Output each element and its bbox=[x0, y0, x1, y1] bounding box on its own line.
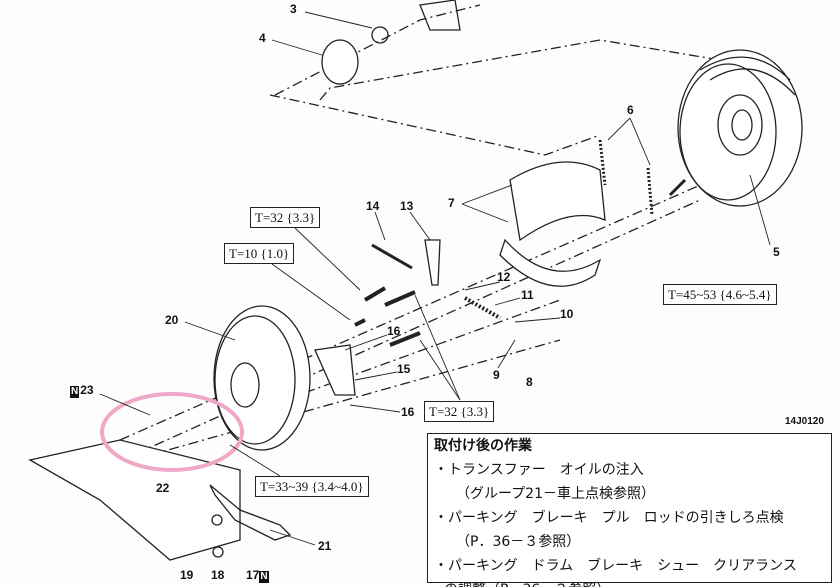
new-part-mark: N bbox=[259, 571, 269, 583]
callout-5: 5 bbox=[773, 245, 780, 259]
callout-8: 8 bbox=[526, 375, 533, 389]
callout-7: 7 bbox=[448, 196, 455, 210]
companion-flange bbox=[321, 0, 461, 85]
note-item: ・トランスファー オイルの注入 bbox=[434, 462, 644, 478]
callout-20: 20 bbox=[165, 313, 179, 327]
torque-box-1: T=32 {3.3} bbox=[250, 207, 321, 228]
torque-box-3: T=45~53 {4.6~5.4} bbox=[663, 284, 777, 305]
springs bbox=[464, 139, 654, 320]
callout-16a: 16 bbox=[387, 324, 401, 338]
highlight-circle bbox=[100, 392, 244, 472]
callout-22: 22 bbox=[156, 481, 170, 495]
torque-box-4: T=32 {3.3} bbox=[424, 401, 495, 422]
backing-plate bbox=[213, 305, 311, 451]
note-item: ・パーキング ドラム ブレーキ シュー クリアランス bbox=[434, 558, 797, 574]
callout-21: 21 bbox=[318, 539, 332, 553]
callout-11: 11 bbox=[521, 288, 534, 302]
figure-code: 14J0120 bbox=[785, 416, 824, 428]
note-item: ・パーキング ブレーキ プル ロッドの引きしろ点検 bbox=[434, 510, 784, 526]
new-part-mark: N bbox=[70, 386, 80, 398]
brake-shoes bbox=[499, 161, 606, 287]
note-title: 取付け後の作業 bbox=[434, 438, 532, 454]
torque-box-2: T=10 {1.0} bbox=[224, 243, 295, 264]
callout-18: 18 bbox=[211, 568, 225, 582]
callout-12: 12 bbox=[497, 270, 511, 284]
post-install-note: 取付け後の作業 ・トランスファー オイルの注入 （グループ21－車上点検参照） … bbox=[427, 433, 832, 587]
callout-23-number: 23 bbox=[80, 383, 94, 397]
bolts bbox=[314, 178, 687, 396]
callout-3: 3 bbox=[290, 2, 297, 16]
callout-13: 13 bbox=[400, 199, 414, 213]
note-item: （グループ21－車上点検参照） bbox=[456, 486, 655, 502]
callout-4: 4 bbox=[259, 31, 266, 45]
callout-19: 19 bbox=[180, 568, 194, 582]
callout-15: 15 bbox=[397, 362, 411, 376]
torque-box-5: T=33~39 {3.4~4.0} bbox=[255, 476, 369, 497]
callout-10: 10 bbox=[560, 307, 574, 321]
callout-6: 6 bbox=[627, 103, 634, 117]
note-item: （P．36－３参照） bbox=[456, 534, 581, 550]
leader-lines bbox=[99, 11, 771, 546]
callout-16b: 16 bbox=[401, 405, 415, 419]
callout-17: 17N bbox=[246, 569, 270, 583]
note-item: の調整（P．36－３参照） bbox=[434, 578, 825, 587]
callout-14: 14 bbox=[366, 199, 380, 213]
callout-9: 9 bbox=[493, 368, 500, 382]
brake-drum bbox=[677, 49, 803, 207]
callout-17-number: 17 bbox=[246, 568, 260, 582]
